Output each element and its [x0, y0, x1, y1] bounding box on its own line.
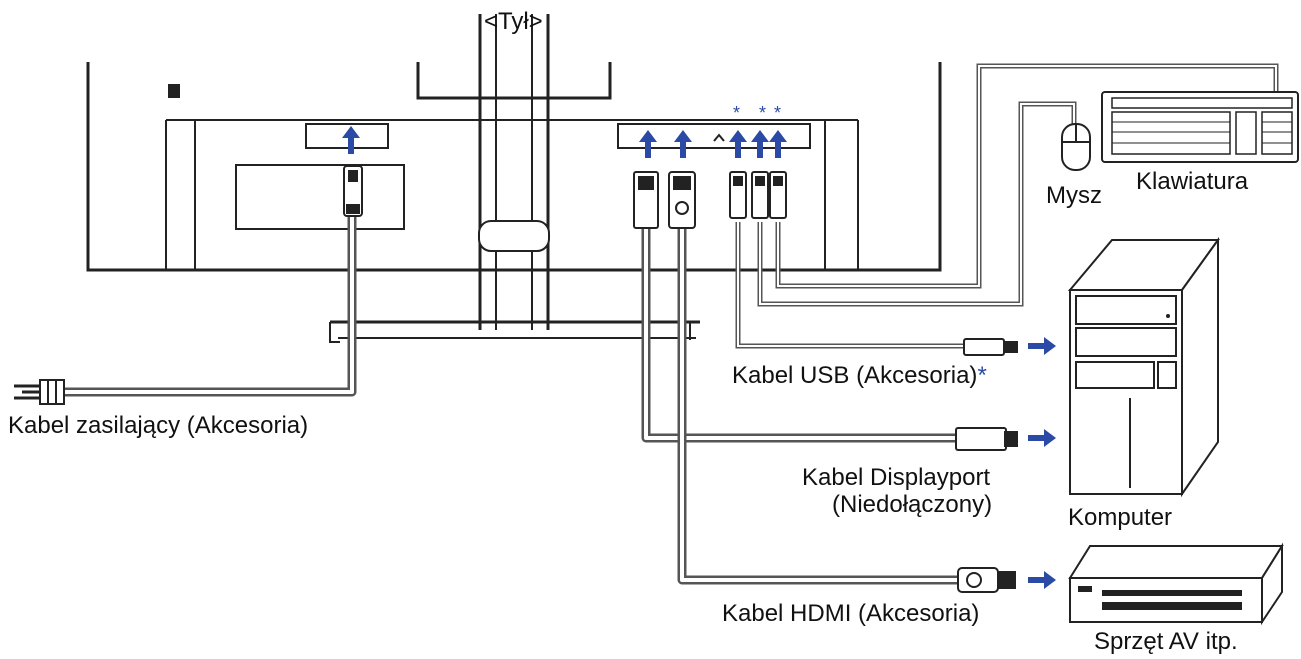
- title-rear-view: <Tył>: [484, 8, 543, 35]
- usb-cable-star: *: [977, 362, 987, 389]
- keyboard-label: Klawiatura: [1136, 168, 1249, 195]
- port-arrows: [342, 126, 787, 158]
- arrow-power-port: [342, 126, 360, 154]
- usb-cable-label: Kabel USB (Akcesoria)*: [732, 362, 987, 389]
- monitor-label-plate: [235, 164, 405, 230]
- arrow-usb-to-computer: [1028, 337, 1056, 355]
- arrow-hdmi-port: [674, 130, 692, 158]
- dp-cable-label-line2: (Niedołączony): [832, 491, 993, 518]
- keyboard-icon: [1101, 91, 1299, 163]
- mouse-label: Mysz: [1046, 182, 1102, 209]
- computer-label: Komputer: [1068, 504, 1173, 531]
- computer-icon: [1067, 236, 1220, 498]
- arrow-hdmi-to-av: [1028, 571, 1056, 589]
- displayport-cable: [633, 171, 1018, 451]
- port-star-2: *: [759, 103, 767, 123]
- power-cable: [14, 165, 363, 405]
- av-device-icon: [1068, 542, 1284, 626]
- arrow-usb-1-port: [751, 130, 769, 158]
- arrow-dp-to-computer: [1028, 429, 1056, 447]
- mouse-icon: [1061, 123, 1091, 171]
- arrow-usb-2-port: [769, 130, 787, 158]
- usb-upstream-cable: [729, 171, 1018, 356]
- monitor-back: [86, 14, 942, 343]
- hdmi-cable: [668, 171, 1016, 593]
- usb-cable-text: Kabel USB (Akcesoria): [732, 362, 978, 389]
- kensington-lock-icon: [168, 84, 180, 98]
- cable-holder: [478, 220, 550, 252]
- power-plug-icon: [14, 379, 65, 405]
- peripheral-usb-cables: [751, 63, 1279, 307]
- dp-cable-label-line1: Kabel Displayport: [802, 464, 991, 491]
- hdmi-cable-label: Kabel HDMI (Akcesoria): [722, 600, 980, 627]
- power-cable-label: Kabel zasilający (Akcesoria): [8, 412, 309, 439]
- port-star-3: *: [774, 103, 782, 123]
- arrow-usb-up-port: [729, 130, 747, 158]
- av-equipment-label: Sprzęt AV itp.: [1094, 628, 1238, 655]
- arrow-dp-port: [639, 130, 657, 158]
- port-star-1: *: [733, 103, 741, 123]
